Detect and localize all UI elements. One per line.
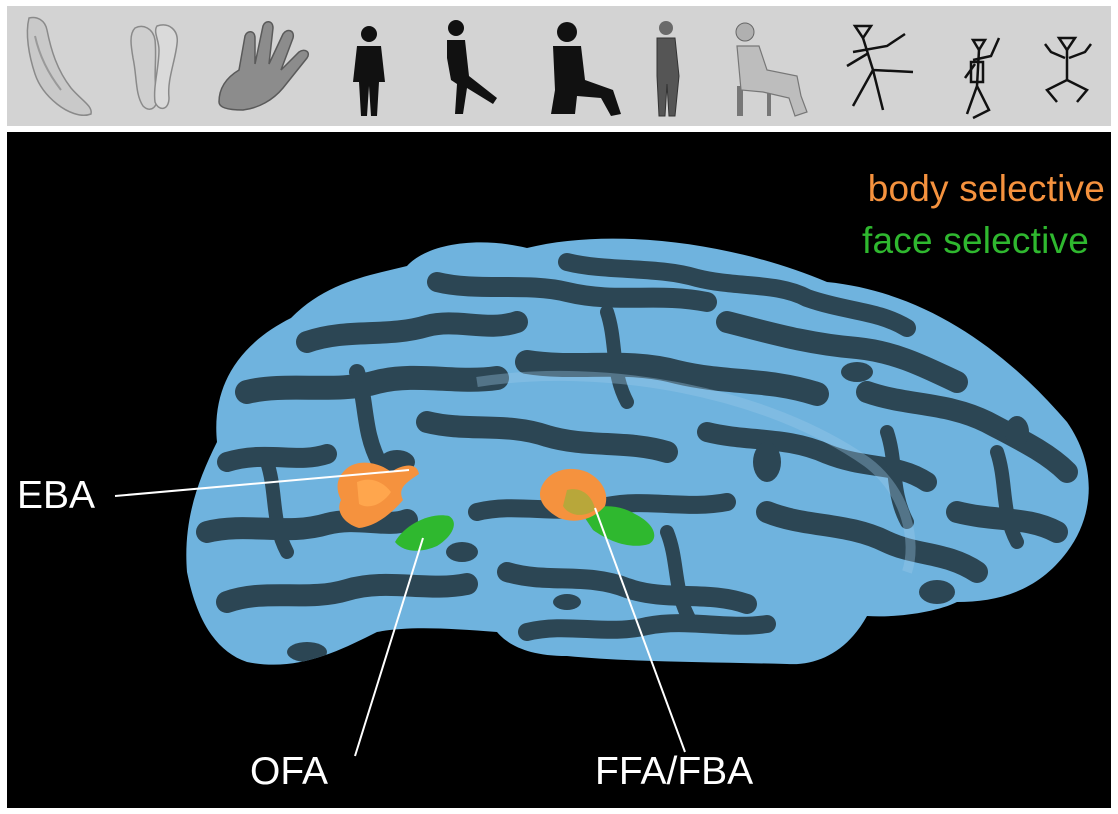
- standing-person-photo-icon: [657, 21, 679, 116]
- sitting-silhouette-icon: [551, 22, 621, 116]
- foot-icon: [27, 18, 91, 116]
- stimulus-strip: [7, 6, 1111, 126]
- label-ofa: OFA: [250, 750, 328, 794]
- label-eba: EBA: [17, 474, 95, 518]
- walking-silhouette-icon: [447, 20, 497, 114]
- stick-figure-running-icon: [847, 26, 913, 110]
- label-ffa-fba: FFA/FBA: [595, 750, 753, 794]
- hand-icon: [219, 22, 308, 110]
- brain-surface: [177, 228, 1107, 688]
- legend-face-selective: face selective: [862, 220, 1089, 262]
- stick-figure-dancing-icon: [965, 38, 999, 118]
- legend-body-selective: body selective: [868, 168, 1105, 210]
- brain-panel: body selective face selective EBA OFA FF…: [7, 132, 1111, 808]
- stick-figure-jumping-icon: [1045, 38, 1091, 102]
- arms-icon: [131, 25, 177, 109]
- sitting-person-photo-icon: [736, 23, 807, 116]
- standing-silhouette-icon: [353, 26, 385, 116]
